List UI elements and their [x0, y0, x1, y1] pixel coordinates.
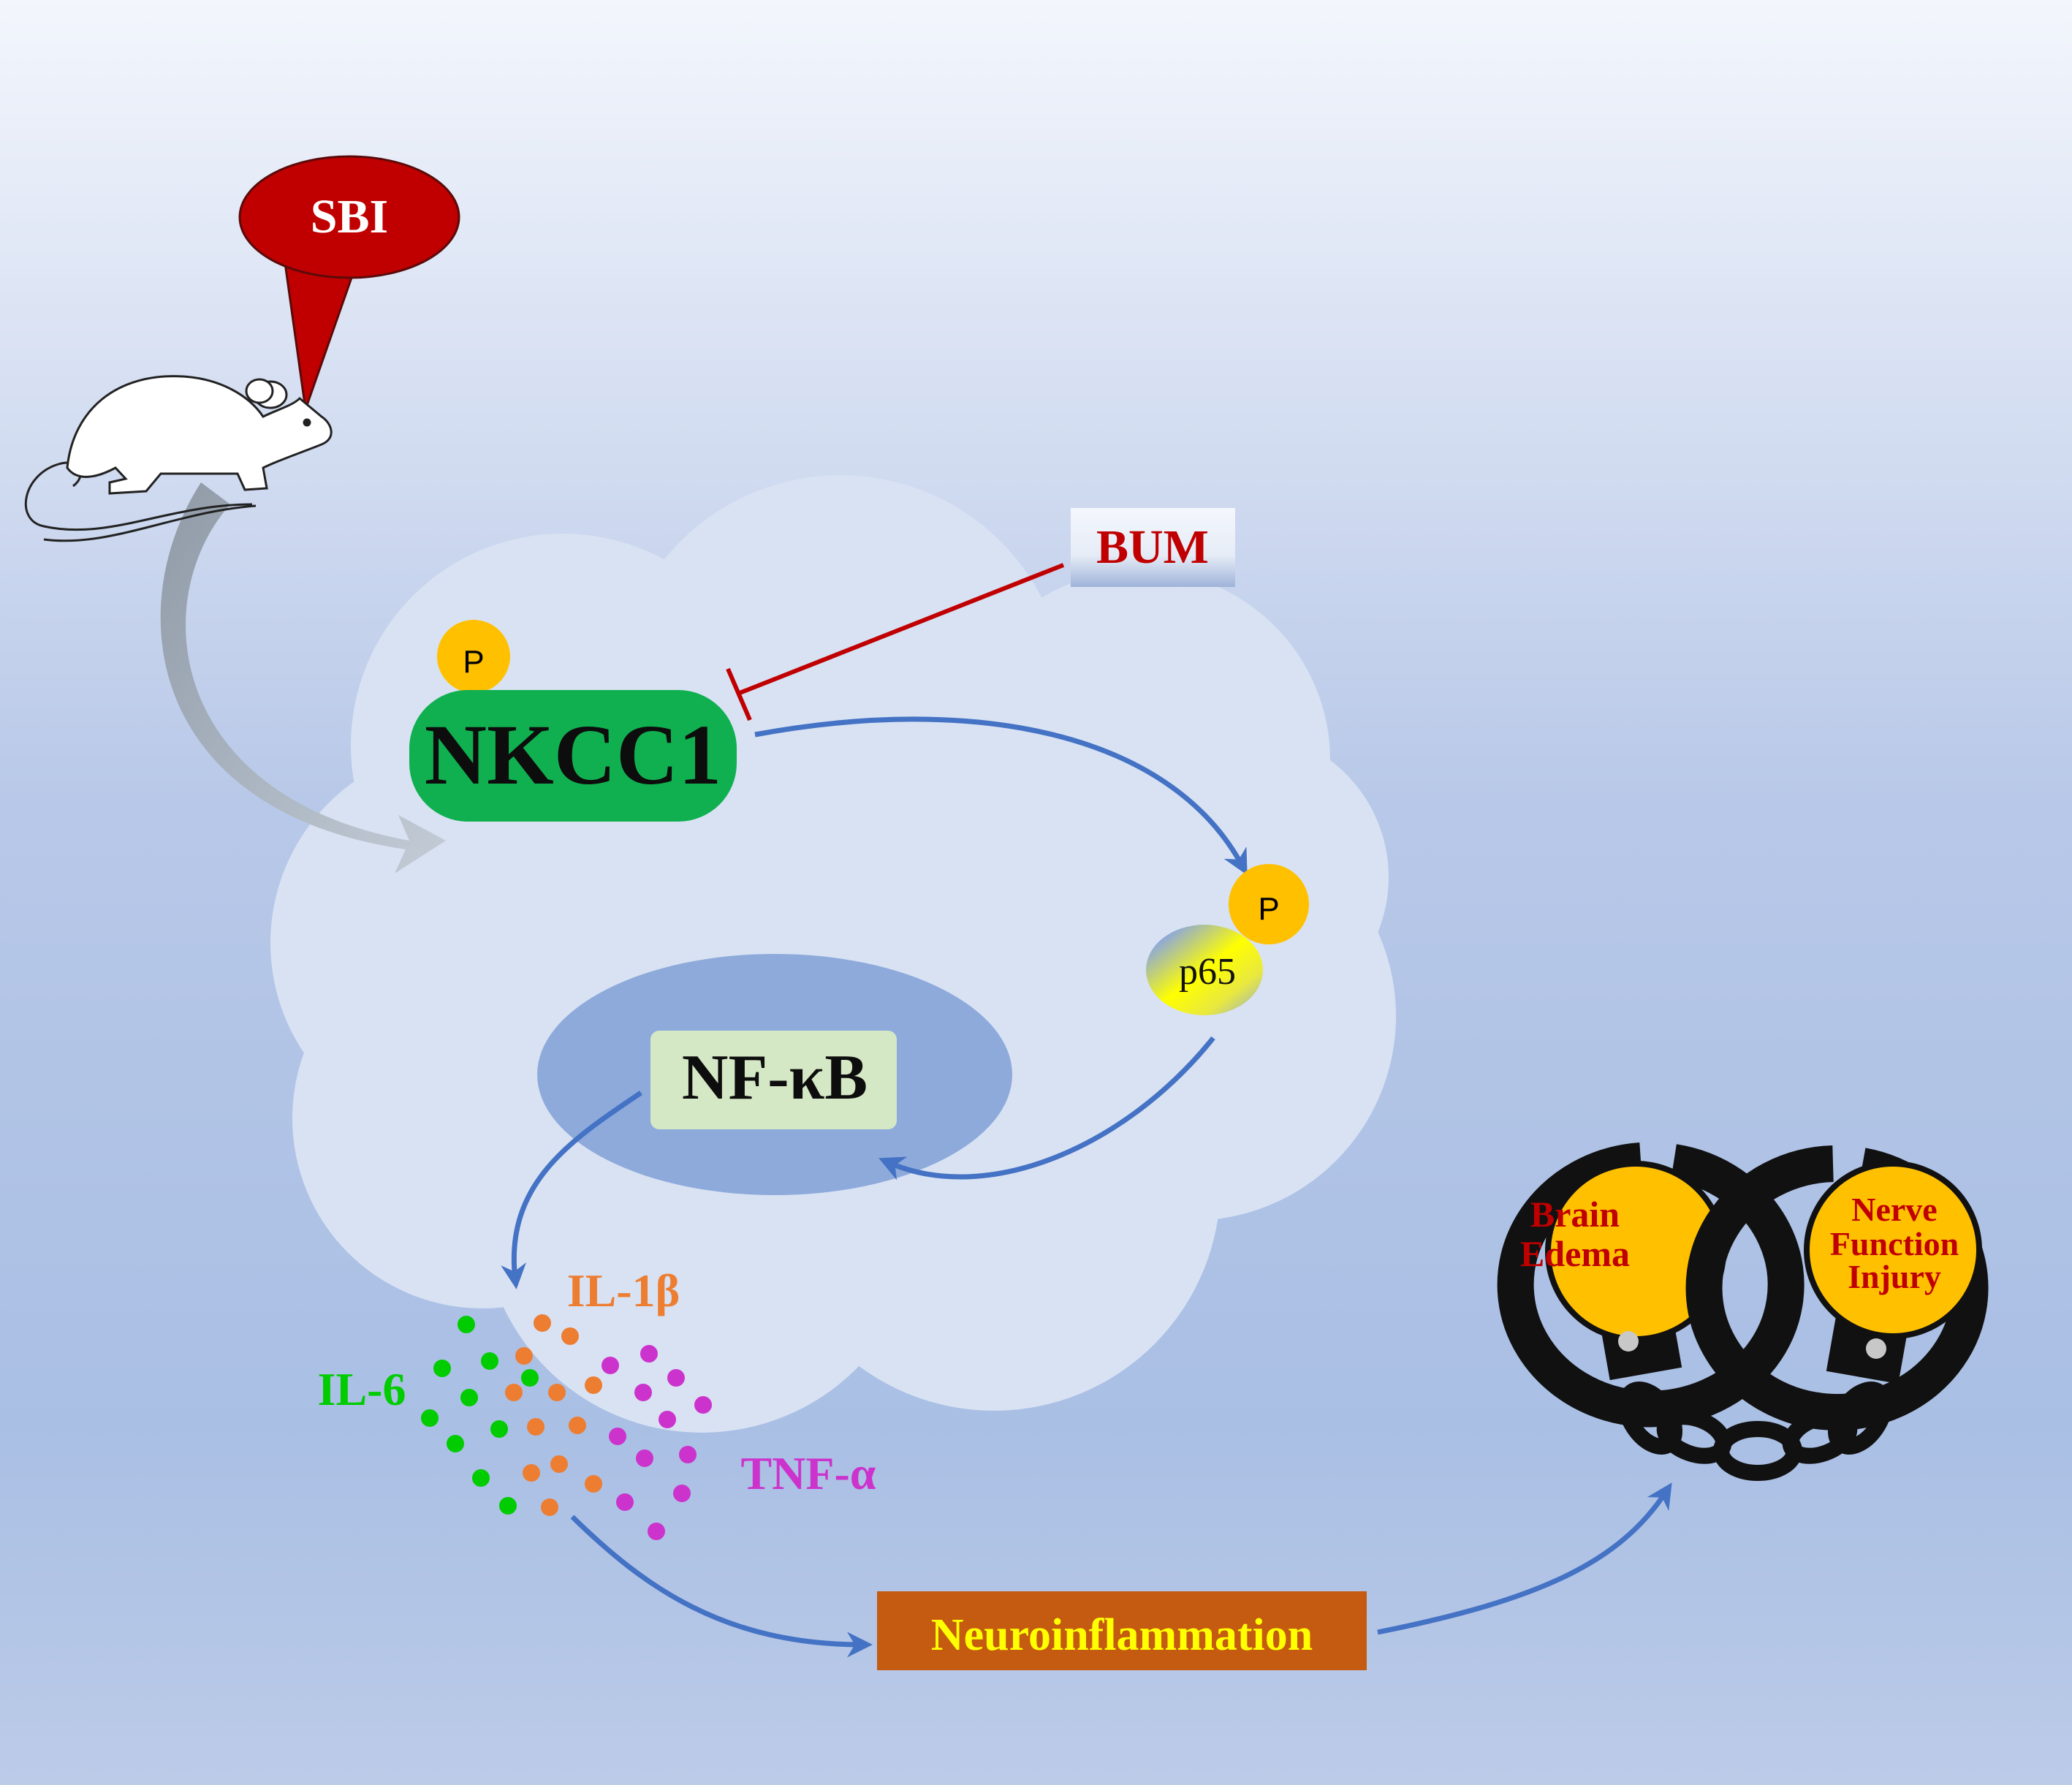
p65-node: p65 P: [1146, 864, 1309, 1015]
bum-inhibits-nkcc1: [726, 563, 1065, 721]
cytokines-to-neuro-arrow: [570, 1515, 873, 1658]
tnfa-dots: [602, 1345, 712, 1540]
neuro-to-outcome-arrow: [1377, 1482, 1672, 1635]
rat-to-nkcc1-arrow: [160, 482, 446, 873]
left-cuff: Brain Edema: [1497, 1142, 1805, 1428]
sbi-label: SBI: [311, 190, 388, 243]
sbi-callout: SBI: [238, 155, 460, 410]
p65-phospho: [1229, 864, 1309, 944]
nerve-line1: Nerve: [1851, 1191, 1937, 1228]
p65-phospho-label: P: [1258, 891, 1279, 927]
nerve-injury-circle: [1804, 1161, 1982, 1339]
brain-edema-line1: Brain: [1530, 1194, 1620, 1235]
neuroinflammation-label: Neuroinflammation: [931, 1610, 1313, 1660]
tnfa-label: TNF-α: [740, 1447, 876, 1499]
right-cuff: Nerve Function Injury: [1685, 1145, 1989, 1430]
il6-dots: [421, 1316, 539, 1515]
nkcc1-phospho: [437, 620, 510, 693]
nerve-line2: Function: [1830, 1225, 1959, 1262]
nkcc1-node: P NKCC1: [409, 620, 737, 822]
bum-label: BUM: [1096, 520, 1209, 574]
nfkb-label: NF-κB: [682, 1042, 868, 1113]
bum-box: BUM: [1071, 508, 1235, 587]
handcuffs-icon: Brain Edema Nerve Function Injury: [1497, 1142, 1989, 1481]
nkcc1-label: NKCC1: [425, 707, 721, 803]
il6-label: IL-6: [318, 1363, 406, 1415]
nfkb-to-cytokines-arrow: [501, 1091, 642, 1289]
nkcc1-to-p65-arrow: [754, 716, 1248, 876]
nerve-line3: Injury: [1848, 1258, 1941, 1295]
neuroinflammation-box: Neuroinflammation: [877, 1591, 1367, 1670]
brain-edema-line2: Edema: [1520, 1233, 1630, 1274]
rat-icon: [24, 375, 333, 542]
p65-to-nfkb-arrow: [878, 1036, 1215, 1180]
il1b-dots: [505, 1314, 602, 1516]
il1b-label: IL-1β: [567, 1265, 680, 1316]
nkcc1-phospho-label: P: [463, 644, 484, 680]
nfkb-node: NF-κB: [650, 1031, 897, 1129]
p65-label: p65: [1179, 951, 1236, 993]
